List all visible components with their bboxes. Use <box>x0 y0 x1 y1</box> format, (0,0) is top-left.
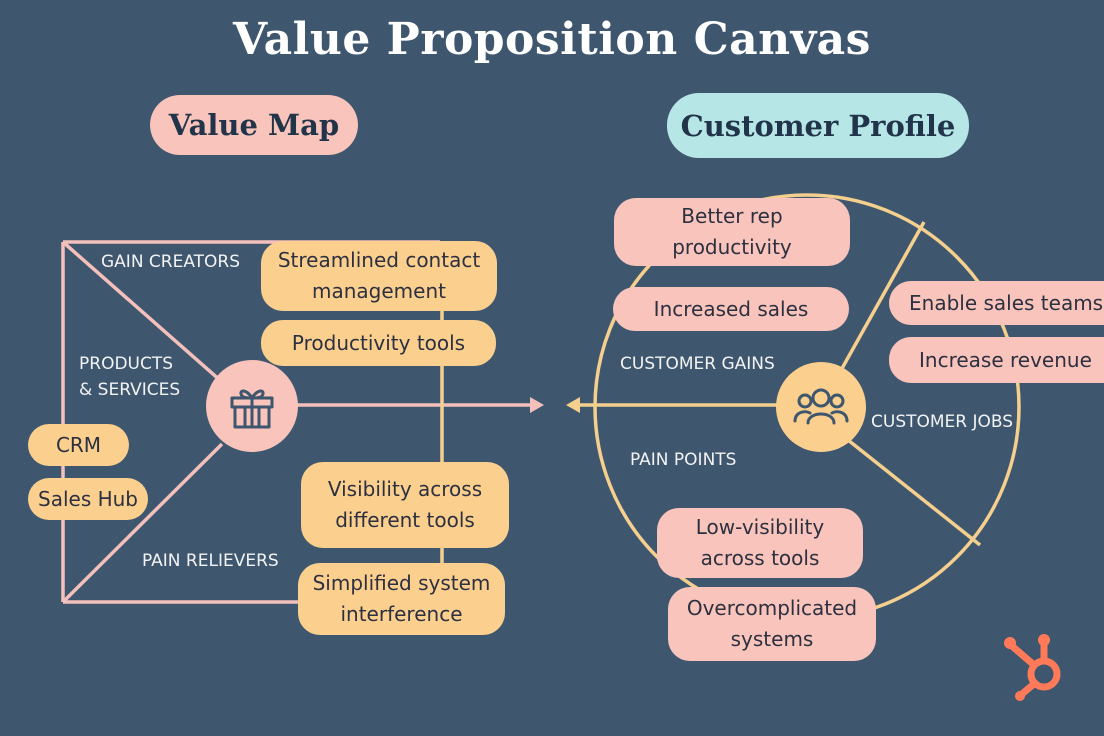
customer-jobs-label: CUSTOMER JOBS <box>871 412 1014 432</box>
customer-job-box: Increase revenue <box>889 337 1104 383</box>
gain-creator-box: Streamlined contact management <box>261 241 497 311</box>
value-map-square <box>61 240 530 604</box>
gift-icon <box>230 389 274 429</box>
customer-gain-line: productivity <box>672 235 792 259</box>
pain-points-label: PAIN POINTS <box>630 450 737 470</box>
page-title: Value Proposition Canvas <box>233 14 871 65</box>
pain-relievers-label: PAIN RELIEVERS <box>142 551 279 571</box>
customer-job-box: Enable sales teams <box>889 281 1104 325</box>
pain-point-line: across tools <box>700 546 820 570</box>
gain-creator-box: Productivity tools <box>261 320 496 366</box>
gain-creator-line: management <box>312 279 446 303</box>
customer-gain-line: Increased sales <box>653 296 809 321</box>
hubspot-sprocket-icon <box>1004 634 1061 701</box>
gain-creators-label: GAIN CREATORS <box>101 252 241 272</box>
pain-point-box: Overcomplicated systems <box>668 587 876 661</box>
customer-gain-box: Better rep productivity <box>614 198 850 266</box>
customer-gains-label: CUSTOMER GAINS <box>620 354 775 374</box>
product-box-crm: CRM <box>28 424 129 466</box>
customer-job-line: Increase revenue <box>919 347 1092 372</box>
products-services-label-line1: PRODUCTS <box>79 354 174 374</box>
gain-creator-line: Productivity tools <box>291 330 466 355</box>
pain-reliever-line: Visibility across <box>327 477 483 501</box>
users-icon <box>793 388 849 425</box>
products-services-label-line2: & SERVICES <box>79 380 181 400</box>
customer-job-line: Enable sales teams <box>909 290 1104 315</box>
customer-icon-circle <box>776 362 866 452</box>
product-box-sales-hub: Sales Hub <box>28 478 148 520</box>
gain-creator-line: Streamlined contact <box>277 248 481 272</box>
pain-point-line: Low-visibility <box>695 515 825 539</box>
pain-reliever-box: Simplified system interference <box>298 563 505 635</box>
pain-reliever-line: interference <box>340 602 463 626</box>
customer-profile-heading: Customer Profile <box>667 93 969 158</box>
pain-point-line: systems <box>730 627 814 651</box>
product-label: Sales Hub <box>38 486 138 511</box>
pain-reliever-box: Visibility across different tools <box>301 462 509 548</box>
product-icon-circle <box>206 360 298 452</box>
value-map-heading: Value Map <box>150 95 358 155</box>
pain-point-line: Overcomplicated <box>686 596 858 620</box>
customer-gain-line: Better rep <box>681 204 783 228</box>
customer-gain-box: Increased sales <box>613 287 849 331</box>
pain-reliever-line: Simplified system <box>312 571 491 595</box>
pain-reliever-line: different tools <box>335 508 475 532</box>
product-label: CRM <box>55 432 102 457</box>
pain-point-box: Low-visibility across tools <box>657 508 863 578</box>
left-arrow-head <box>566 397 580 413</box>
right-arrow-head <box>530 397 544 413</box>
